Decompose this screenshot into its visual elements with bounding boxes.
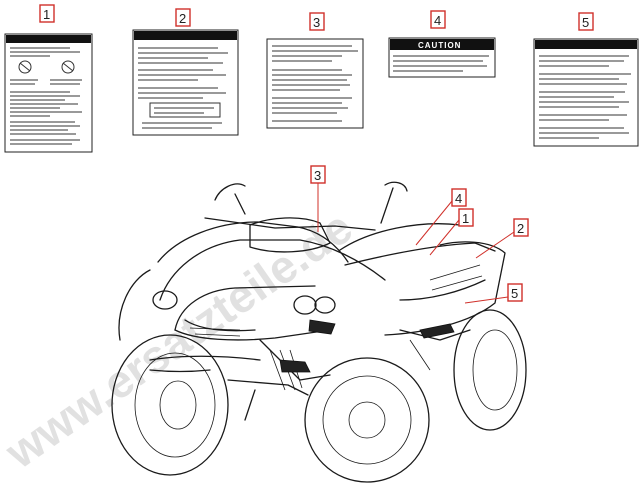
callout-top-2: 2 — [175, 8, 191, 27]
sticker-3 — [266, 38, 364, 129]
svg-text:1: 1 — [462, 211, 469, 226]
callout-body-2: 2 — [475, 218, 529, 259]
sticker-4: CAUTION — [388, 37, 496, 78]
svg-text:4: 4 — [434, 13, 441, 28]
callout-top-3: 3 — [309, 12, 325, 31]
svg-text:5: 5 — [582, 15, 589, 30]
callout-body-3: 3 — [310, 165, 326, 232]
sticker-2 — [132, 29, 239, 136]
svg-text:4: 4 — [455, 191, 462, 206]
sticker-1 — [4, 33, 93, 153]
atv-illustration — [111, 181, 527, 483]
callout-top-5: 5 — [578, 12, 594, 31]
callout-body-4: 4 — [415, 188, 467, 246]
callout-body-5: 5 — [464, 283, 523, 304]
callout-body-1: 1 — [429, 208, 474, 256]
svg-text:3: 3 — [314, 168, 321, 183]
svg-text:3: 3 — [313, 15, 320, 30]
sticker-5 — [533, 38, 639, 147]
svg-text:2: 2 — [517, 221, 524, 236]
svg-text:2: 2 — [179, 11, 186, 26]
svg-text:1: 1 — [43, 7, 50, 22]
callout-top-1: 1 — [39, 4, 55, 23]
callout-top-4: 4 — [430, 10, 446, 29]
caution-title: CAUTION — [418, 41, 461, 50]
svg-text:5: 5 — [511, 286, 518, 301]
